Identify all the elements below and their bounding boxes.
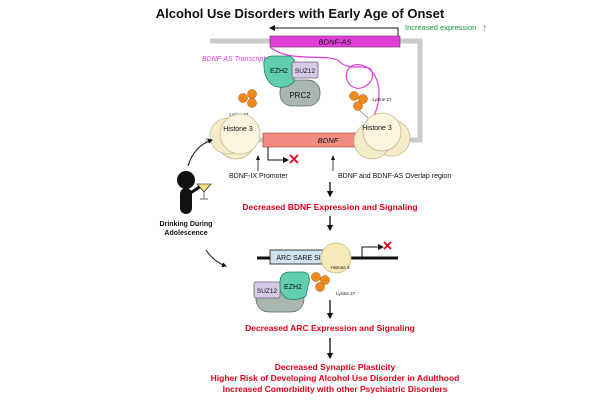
methyl-cluster-lower [311,272,330,292]
tss-arrowhead-icon [378,244,384,250]
prc2-complex [279,79,321,107]
bdnf-gene-label: BDNF [318,136,339,145]
tss-arrowhead-icon [283,157,289,163]
arc-histone [320,242,352,274]
methyl-mark-icon [311,272,321,282]
lysine-leader-right [359,110,369,119]
methyl-mark-icon [247,89,257,99]
diagram-title: Alcohol Use Disorders with Early Age of … [156,6,445,21]
drinking-label-line2: Adolescence [164,230,207,237]
increased-expression-label: Increased expression [405,23,476,32]
histone-right-label: Histone 3 [362,125,392,132]
tss-arrow-icon [361,246,378,258]
ezh2-label-lower: EZH2 [284,284,302,291]
person-body [180,188,192,214]
methyl-mark-icon [247,98,257,108]
histone-right-front [362,112,402,152]
ezh2-protein-lower [279,271,310,300]
methyl-mark-icon [358,94,368,104]
methyl-mark-icon [349,91,359,101]
arrow-to-histone [187,138,213,167]
outcome-line-2: Higher Risk of Developing Alcohol Use Di… [211,373,460,383]
histone-left-front [219,113,261,155]
step-arc-decrease: Decreased ARC Expression and Signaling [245,323,415,333]
tss-arrowhead-icon [269,25,275,31]
cocktail-glass-icon [196,183,212,200]
person-icon [177,171,203,214]
outcome-line-3: Increased Comorbidity with other Psychia… [223,384,448,394]
suz12-label: SUZ12 [295,68,316,75]
step-bdnf-decrease: Decreased BDNF Expression and Signaling [242,202,417,212]
bdnf-as-gene-label: BDNF-AS [319,38,352,47]
ezh2-label: EZH2 [270,68,288,75]
arc-histone-label: Histone 3 [330,265,350,270]
methyl-mark-icon [315,282,325,292]
overlap-pointer-head-icon [331,155,335,160]
tss-arrow-icon [267,147,283,161]
arc-sare-label: ARC SARE SITE [276,255,330,262]
methyl-mark-icon [238,93,248,103]
methyl-cluster-right [349,91,368,111]
outcome-line-1: Decreased Synaptic Plasticity [275,362,396,372]
bdnf-as-transcript [269,46,380,119]
suz12-protein-lower [253,281,281,299]
methyl-mark-icon [320,275,330,285]
overlap-region-label: BDNF and BDNF-AS Overlap region [338,173,451,180]
red-x-icon [383,241,392,250]
tss-arrow-icon [275,27,399,36]
drinking-label-line1: Drinking During [160,221,213,228]
bdnf-ix-promoter-label: BDNF-IX Promoter [229,173,288,180]
histone-left-label: Histone 3 [223,126,253,133]
lysine-label-right: Lysine 27 [372,97,392,102]
bdnf-as-transcript-label: BDNF-AS Transcript [202,56,266,63]
suz12-label-lower: SUZ12 [257,288,278,295]
lysine-label-lower: Lysine 27 [336,291,356,296]
promoter-pointer-head-icon [256,155,260,160]
red-x-icon [289,154,299,164]
methyl-cluster-left [238,89,257,108]
histone-left [209,113,261,160]
person-head [177,171,195,189]
suz12-protein [291,61,319,79]
methyl-mark-icon [353,101,363,111]
bdnf-as-gene [269,35,401,48]
histone-right [353,112,411,160]
increased-expression-arrow: ↑ [482,23,487,34]
prc2-label: PRC2 [289,91,311,100]
arrow-to-arc [205,249,227,268]
